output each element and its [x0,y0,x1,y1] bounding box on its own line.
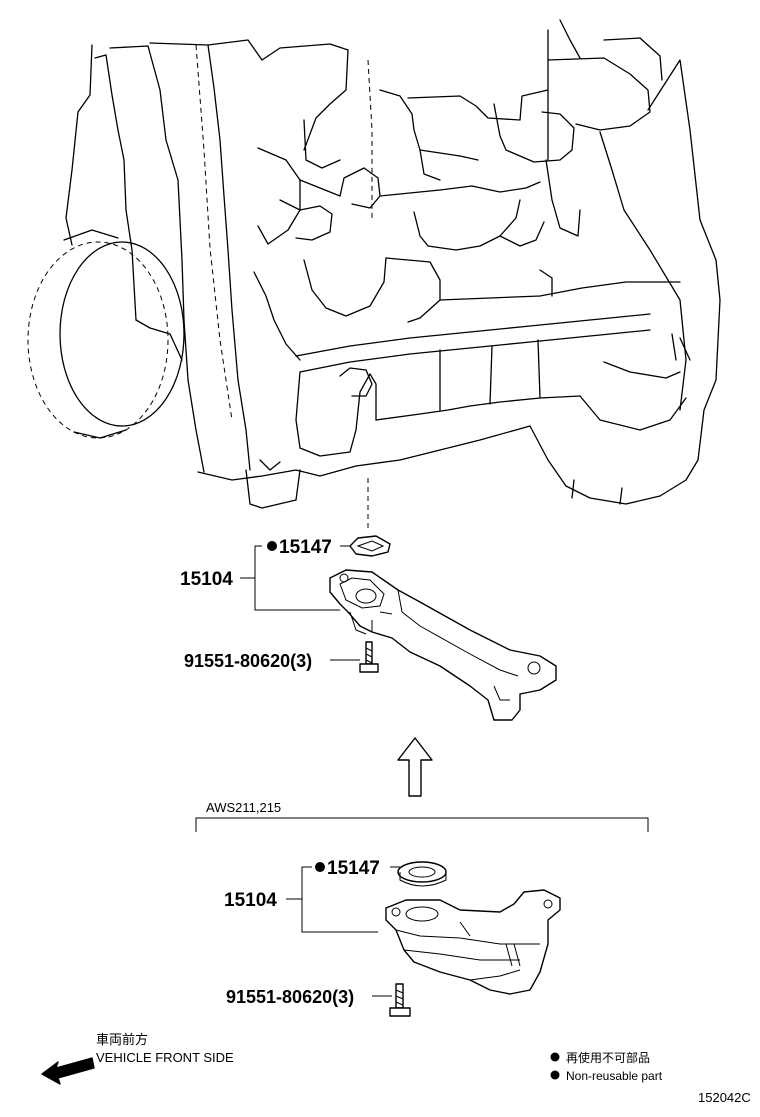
legend-dot-icon [550,1070,560,1080]
legend-dot-icon [550,1052,560,1062]
pipe-assembly-15104-top [329,569,557,721]
part-number-bolt-top: 91551-80620(3) [184,651,312,671]
non-reusable-dot [315,862,325,872]
part-number-15147-variant: 15147 [327,858,380,879]
front-indicator: 車両前方 VEHICLE FRONT SIDE [41,1032,234,1085]
non-reusable-dot [267,541,277,551]
part-number-15104-variant: 15104 [224,890,277,911]
bolt-variant [389,983,411,1017]
non-reusable-legend: 再使用不可部品 Non-reusable part [550,1050,663,1083]
variant-label: AWS211,215 [206,800,281,815]
pipe-assembly-15104-variant [385,889,561,995]
up-arrow [397,737,433,797]
part-number-bolt-variant: 91551-80620(3) [226,987,354,1007]
variant-aws211-215: AWS211,215 15147 15104 9 [195,800,649,1017]
legend-en: Non-reusable part [566,1069,663,1083]
front-label-en: VEHICLE FRONT SIDE [96,1050,234,1065]
gasket-15147-variant [397,861,447,887]
legend-jp: 再使用不可部品 [566,1050,650,1065]
front-label-jp: 車両前方 [96,1032,148,1047]
part-number-15147-top: 15147 [279,537,332,558]
variant-bracket [195,817,649,832]
part-number-15104-top: 15104 [180,569,233,590]
engine-block [27,19,721,509]
gasket-15147-top [349,535,391,557]
crank-pulley [27,241,169,439]
bolt-top [359,641,379,673]
figure-id: 152042C [698,1090,751,1105]
callouts-top: 15147 15104 91551-80620(3) [180,537,360,671]
